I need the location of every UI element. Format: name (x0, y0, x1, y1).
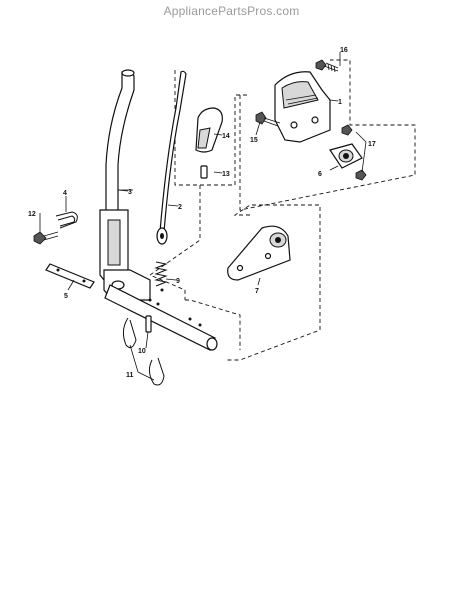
site-watermark: AppliancePartsPros.com (163, 4, 300, 18)
callout-16: 16 (340, 47, 348, 54)
callout-2: 2 (178, 204, 182, 211)
shift-knob (195, 107, 223, 153)
callout-15: 15 (250, 137, 258, 144)
lock-nuts-17 (341, 124, 367, 181)
shift-plate (274, 71, 331, 143)
hairpin-clips (122, 317, 165, 386)
callout-10: 10 (138, 348, 146, 355)
callout-14: 14 (222, 133, 230, 140)
clamp-plate (45, 263, 95, 289)
callout-13: 13 (222, 171, 230, 178)
callout-labels: 1 2 3 4 5 6 7 9 10 11 12 13 14 15 16 17 (28, 47, 376, 379)
bolt-16 (315, 59, 339, 73)
callout-7: 7 (255, 288, 259, 295)
mounting-plate (227, 225, 291, 281)
flange-bushing (329, 143, 363, 169)
callout-9: 9 (176, 278, 180, 285)
callout-3: 3 (128, 189, 132, 196)
callout-5: 5 (64, 293, 68, 300)
shift-lever-tube (99, 69, 218, 351)
callout-4: 4 (63, 190, 67, 197)
callout-12: 12 (28, 211, 36, 218)
callout-17: 17 (368, 141, 376, 148)
shift-rod (156, 70, 187, 245)
callout-11: 11 (126, 372, 134, 379)
roll-pin-10 (145, 315, 152, 333)
callout-6: 6 (318, 171, 322, 178)
screw-12 (33, 231, 59, 245)
callout-1: 1 (338, 99, 342, 106)
roll-pin-13 (200, 165, 208, 179)
bolt-15 (255, 111, 281, 127)
assembly-boundary-lines (149, 59, 416, 361)
spring (154, 261, 168, 287)
leader-lines (39, 52, 367, 381)
u-bolt (55, 211, 78, 229)
